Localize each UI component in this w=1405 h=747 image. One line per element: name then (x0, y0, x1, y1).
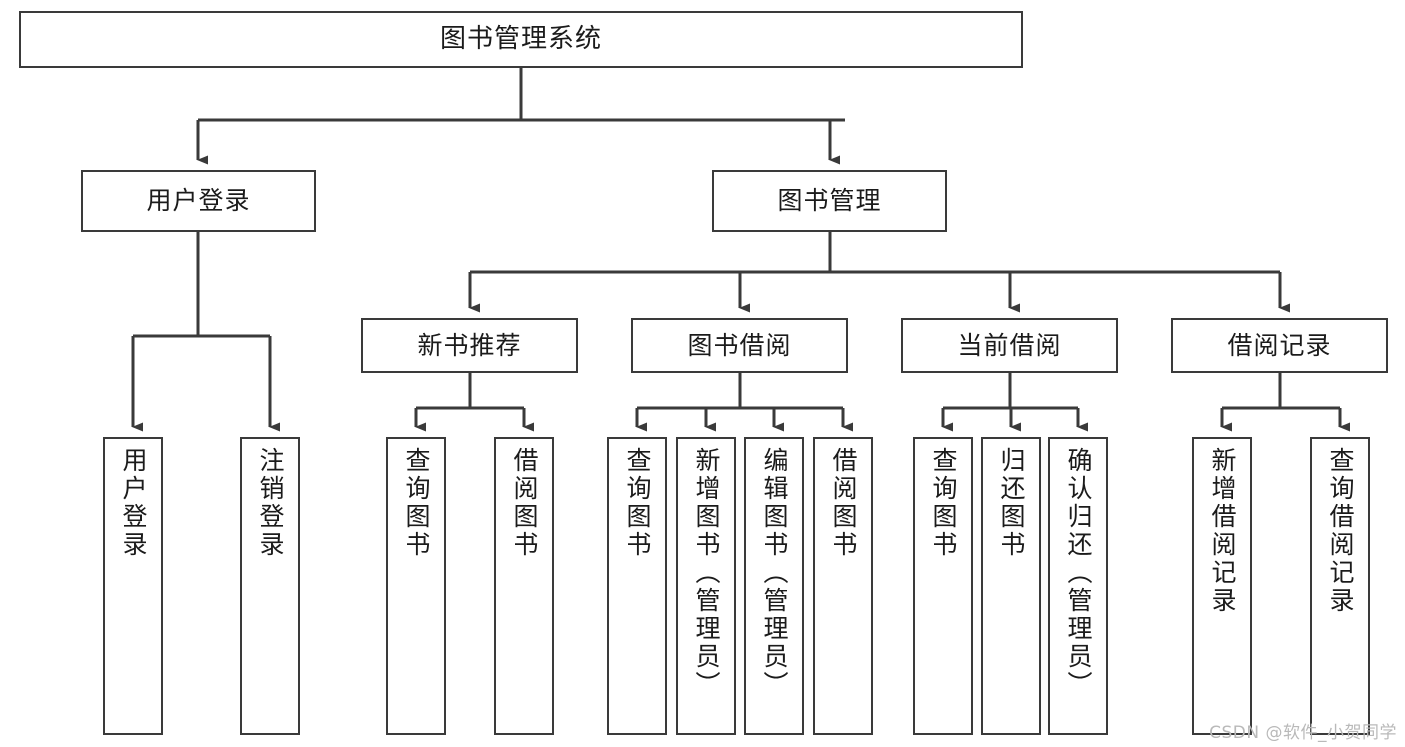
node-label: 查询图书 (929, 447, 958, 559)
node-borrow-record[interactable]: 借阅记录 (1171, 318, 1388, 373)
node-label: 新书推荐 (417, 330, 522, 360)
node-leaf-query-book-borrow[interactable]: 查询图书 (607, 437, 667, 735)
node-label: 用户登录 (119, 447, 148, 559)
node-leaf-user-login[interactable]: 用户登录 (103, 437, 163, 735)
node-leaf-borrow-book[interactable]: 借阅图书 (813, 437, 873, 735)
node-user-login[interactable]: 用户登录 (81, 170, 316, 232)
node-label: 新增图书（管理员） (692, 447, 721, 699)
node-label: 查询借阅记录 (1326, 447, 1355, 615)
node-leaf-query-book-current[interactable]: 查询图书 (913, 437, 973, 735)
node-leaf-logout-login[interactable]: 注销登录 (240, 437, 300, 735)
node-label: 图书管理 (777, 186, 882, 216)
watermark: CSDN @软件_小贺同学 (1209, 723, 1397, 743)
node-current-borrow[interactable]: 当前借阅 (901, 318, 1118, 373)
node-label: 借阅记录 (1227, 330, 1332, 360)
node-label: 编辑图书（管理员） (760, 447, 789, 699)
node-label: 图书借阅 (687, 330, 792, 360)
node-label: 注销登录 (256, 447, 285, 559)
node-label: 查询图书 (402, 447, 431, 559)
node-label: 借阅图书 (829, 447, 858, 559)
node-label: 查询图书 (623, 447, 652, 559)
node-new-book-recommend[interactable]: 新书推荐 (361, 318, 578, 373)
node-leaf-query-borrow-record[interactable]: 查询借阅记录 (1310, 437, 1370, 735)
node-leaf-edit-book[interactable]: 编辑图书（管理员） (744, 437, 804, 735)
node-book-borrow[interactable]: 图书借阅 (631, 318, 848, 373)
node-label: 新增借阅记录 (1208, 447, 1237, 615)
node-leaf-borrow-book-recommend[interactable]: 借阅图书 (494, 437, 554, 735)
node-label: 图书管理系统 (439, 24, 602, 55)
node-label: 借阅图书 (510, 447, 539, 559)
node-leaf-confirm-return[interactable]: 确认归还（管理员） (1048, 437, 1108, 735)
node-label: 归还图书 (997, 447, 1026, 559)
node-label: 用户登录 (146, 186, 251, 216)
node-leaf-add-book[interactable]: 新增图书（管理员） (676, 437, 736, 735)
node-book-management[interactable]: 图书管理 (712, 170, 947, 232)
node-label: 确认归还（管理员） (1064, 447, 1093, 699)
node-leaf-query-book-recommend[interactable]: 查询图书 (386, 437, 446, 735)
node-root-book-management-system[interactable]: 图书管理系统 (19, 11, 1023, 68)
node-leaf-add-borrow-record[interactable]: 新增借阅记录 (1192, 437, 1252, 735)
node-leaf-return-book[interactable]: 归还图书 (981, 437, 1041, 735)
node-label: 当前借阅 (957, 330, 1062, 360)
